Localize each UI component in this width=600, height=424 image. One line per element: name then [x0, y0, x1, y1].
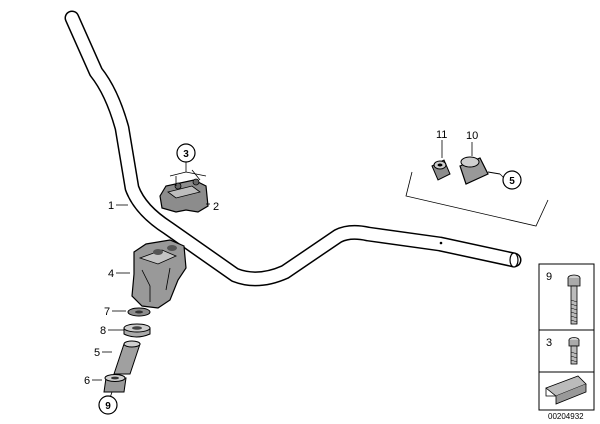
damper	[123, 323, 151, 338]
bushing	[113, 340, 141, 375]
legend-item-9: 9	[546, 271, 552, 283]
ref-circle-5: 5	[502, 170, 522, 190]
svg-text:9: 9	[105, 401, 111, 412]
riser	[131, 239, 187, 309]
callout-1: 1	[108, 200, 114, 212]
callout-10: 10	[466, 130, 478, 142]
ref-circle-9: 9	[98, 395, 118, 415]
callout-5: 5	[94, 347, 100, 359]
legend-panel: 9 3	[538, 263, 595, 411]
ref-circle-3: 3	[176, 143, 196, 163]
handlebar	[64, 10, 522, 287]
clamp-top	[159, 169, 209, 213]
callout-4: 4	[108, 268, 114, 280]
bar-end-weight	[459, 156, 501, 185]
long-screw-icon	[567, 274, 581, 325]
callout-7: 7	[104, 306, 110, 318]
legend-item-3: 3	[546, 337, 552, 349]
callout-6: 6	[84, 375, 90, 387]
washer	[127, 307, 151, 317]
shim-icon	[545, 375, 587, 405]
svg-text:3: 3	[183, 149, 189, 160]
callout-8: 8	[100, 325, 106, 337]
ref-circle-8: 8	[100, 325, 124, 337]
svg-text:5: 5	[509, 176, 515, 187]
sleeve	[103, 374, 127, 393]
drawing-number: 00204932	[548, 412, 584, 421]
callout-2: 2	[213, 201, 219, 213]
callout-11: 11	[436, 129, 447, 141]
bar-end-screw	[431, 159, 451, 181]
short-screw-icon	[568, 337, 580, 365]
